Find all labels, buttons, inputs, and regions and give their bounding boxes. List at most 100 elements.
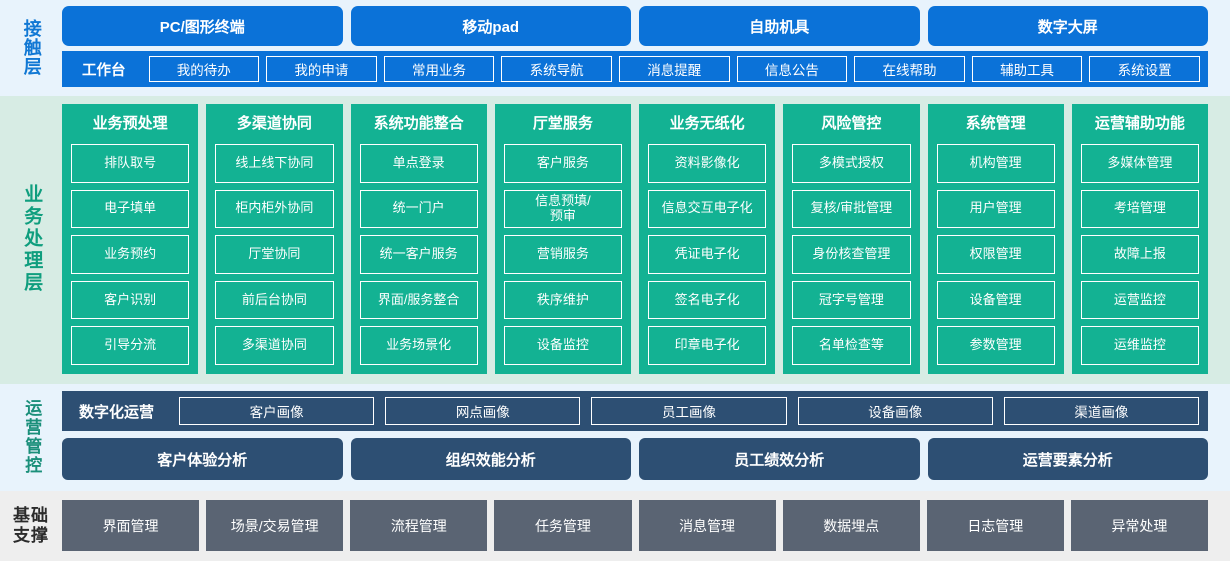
business-column-multichannel: 多渠道协同 线上线下协同 柜内柜外协同 厅堂协同 前后台协同 多渠道协同	[206, 104, 343, 374]
workbench-item-my-application[interactable]: 我的申请	[266, 56, 377, 82]
workbench-item-online-help[interactable]: 在线帮助	[854, 56, 965, 82]
business-item[interactable]: 运维监控	[1080, 326, 1199, 365]
business-item[interactable]: 秩序维护	[503, 280, 622, 320]
portrait-chip-employee[interactable]: 员工画像	[591, 397, 787, 425]
business-item[interactable]: 电子填单	[71, 189, 190, 229]
foundation-chip-log-management[interactable]: 日志管理	[926, 500, 1064, 551]
business-item[interactable]: 引导分流	[71, 326, 190, 365]
portrait-chip-customer[interactable]: 客户画像	[179, 397, 375, 425]
contact-layer: 接触层 PC/图形终端 移动pad 自助机具 数字大屏 工作台 我的待办 我的申…	[0, 0, 1230, 96]
business-item[interactable]: 运营监控	[1080, 280, 1199, 320]
business-item[interactable]: 权限管理	[936, 235, 1055, 274]
terminal-chip-self-service[interactable]: 自助机具	[639, 6, 920, 46]
analysis-chip-customer-experience[interactable]: 客户体验分析	[62, 438, 343, 480]
business-item[interactable]: 客户服务	[503, 144, 622, 183]
business-item[interactable]: 设备监控	[503, 326, 622, 365]
business-item[interactable]: 身份核查管理	[792, 235, 911, 274]
workbench-bar: 工作台 我的待办 我的申请 常用业务 系统导航 消息提醒 信息公告 在线帮助 辅…	[62, 51, 1208, 87]
business-item[interactable]: 参数管理	[936, 326, 1055, 365]
business-item[interactable]: 机构管理	[936, 144, 1055, 183]
analysis-chip-employee-performance[interactable]: 员工绩效分析	[639, 438, 920, 480]
foundation-layer-label: 基础支撑	[13, 506, 49, 545]
terminal-chip-digital-screen[interactable]: 数字大屏	[927, 6, 1208, 46]
business-item[interactable]: 用户管理	[936, 189, 1055, 229]
business-item[interactable]: 信息预填/ 预审	[503, 189, 622, 229]
workbench-item-my-todo[interactable]: 我的待办	[148, 56, 260, 82]
business-item[interactable]: 业务场景化	[359, 326, 478, 365]
business-item[interactable]: 线上线下协同	[215, 144, 334, 183]
business-item[interactable]: 故障上报	[1080, 235, 1199, 274]
business-column-title: 厅堂服务	[532, 115, 593, 132]
analysis-row: 客户体验分析 组织效能分析 员工绩效分析 运营要素分析	[62, 438, 1208, 480]
business-item[interactable]: 厅堂协同	[215, 235, 334, 274]
foundation-chip-scenario-transaction-management[interactable]: 场景/交易管理	[206, 500, 344, 551]
business-item[interactable]: 排队取号	[71, 144, 190, 183]
foundation-row: 界面管理 场景/交易管理 流程管理 任务管理 消息管理 数据埋点 日志管理 异常…	[62, 500, 1208, 551]
business-item[interactable]: 业务预约	[71, 235, 190, 274]
business-column-title: 运营辅助功能	[1094, 115, 1185, 132]
business-item[interactable]: 营销服务	[503, 235, 622, 274]
business-item[interactable]: 统一门户	[359, 189, 478, 229]
business-column-operation-aux: 运营辅助功能 多媒体管理 考培管理 故障上报 运营监控 运维监控	[1071, 104, 1208, 374]
foundation-chip-task-management[interactable]: 任务管理	[494, 500, 632, 551]
foundation-chip-data-tracking[interactable]: 数据埋点	[782, 500, 920, 551]
business-column-preprocessing: 业务预处理 排队取号 电子填单 业务预约 客户识别 引导分流	[62, 104, 199, 374]
business-item[interactable]: 前后台协同	[215, 280, 334, 320]
business-item[interactable]: 设备管理	[936, 280, 1055, 320]
portrait-chip-device[interactable]: 设备画像	[797, 397, 993, 425]
business-item[interactable]: 柜内柜外协同	[215, 189, 334, 229]
business-item[interactable]: 客户识别	[71, 280, 190, 320]
foundation-chip-process-management[interactable]: 流程管理	[350, 500, 488, 551]
business-column-title: 业务无纸化	[669, 115, 745, 132]
terminal-chip-pc[interactable]: PC/图形终端	[62, 6, 343, 46]
workbench-item-aux-tools[interactable]: 辅助工具	[971, 56, 1083, 82]
foundation-chip-exception-handling[interactable]: 异常处理	[1070, 500, 1208, 551]
business-item[interactable]: 信息交互电子化	[648, 189, 767, 229]
workbench-item-system-settings[interactable]: 系统设置	[1089, 56, 1200, 82]
business-item[interactable]: 多媒体管理	[1080, 144, 1199, 183]
business-item[interactable]: 考培管理	[1080, 189, 1199, 229]
business-item[interactable]: 复核/审批管理	[792, 189, 911, 229]
foundation-layer-body: 界面管理 场景/交易管理 流程管理 任务管理 消息管理 数据埋点 日志管理 异常…	[62, 500, 1230, 551]
digital-operations-bar: 数字化运营 客户画像 网点画像 员工画像 设备画像 渠道画像	[62, 391, 1208, 431]
operations-layer-body: 数字化运营 客户画像 网点画像 员工画像 设备画像 渠道画像 客户体验分析 组织…	[62, 391, 1230, 483]
business-item[interactable]: 冠字号管理	[792, 280, 911, 320]
terminal-chip-mobile-pad[interactable]: 移动pad	[350, 6, 631, 46]
workbench-item-common-business[interactable]: 常用业务	[383, 56, 495, 82]
business-item[interactable]: 统一客户服务	[359, 235, 478, 274]
business-item[interactable]: 资料影像化	[648, 144, 767, 183]
business-column-title: 业务预处理	[92, 115, 168, 132]
business-item[interactable]: 名单检查等	[792, 326, 911, 365]
business-item[interactable]: 印章电子化	[648, 326, 767, 365]
portrait-chip-branch[interactable]: 网点画像	[385, 397, 581, 425]
business-item[interactable]: 单点登录	[359, 144, 478, 183]
business-column-risk-control: 风险管控 多模式授权 复核/审批管理 身份核查管理 冠字号管理 名单检查等	[783, 104, 920, 374]
foundation-layer: 基础支撑 界面管理 场景/交易管理 流程管理 任务管理 消息管理 数据埋点 日志…	[0, 491, 1230, 561]
business-item[interactable]: 界面/服务整合	[359, 280, 478, 320]
business-column-title: 多渠道协同	[236, 115, 312, 132]
business-item[interactable]: 凭证电子化	[648, 235, 767, 274]
contact-layer-body: PC/图形终端 移动pad 自助机具 数字大屏 工作台 我的待办 我的申请 常用…	[62, 6, 1230, 88]
business-column-system-management: 系统管理 机构管理 用户管理 权限管理 设备管理 参数管理	[927, 104, 1064, 374]
business-layer-body: 业务预处理 排队取号 电子填单 业务预约 客户识别 引导分流 多渠道协同 线上线…	[62, 104, 1230, 374]
business-item[interactable]: 多渠道协同	[215, 326, 334, 365]
terminal-row: PC/图形终端 移动pad 自助机具 数字大屏	[62, 6, 1208, 46]
digital-operations-title: 数字化运营	[79, 403, 155, 421]
business-item[interactable]: 签名电子化	[648, 280, 767, 320]
workbench-item-message-alert[interactable]: 消息提醒	[618, 56, 730, 82]
business-item[interactable]: 多模式授权	[792, 144, 911, 183]
foundation-chip-ui-management[interactable]: 界面管理	[62, 500, 200, 551]
business-column-system-integration: 系统功能整合 单点登录 统一门户 统一客户服务 界面/服务整合 业务场景化	[350, 104, 487, 374]
analysis-chip-organizational-efficiency[interactable]: 组织效能分析	[350, 438, 631, 480]
business-column-title: 系统管理	[965, 115, 1026, 132]
business-column-paperless: 业务无纸化 资料影像化 信息交互电子化 凭证电子化 签名电子化 印章电子化	[639, 104, 776, 374]
analysis-chip-operation-factors[interactable]: 运营要素分析	[927, 438, 1208, 480]
operations-layer-label: 运营管控	[22, 399, 42, 475]
workbench-item-announcement[interactable]: 信息公告	[736, 56, 848, 82]
portrait-chip-channel[interactable]: 渠道画像	[1003, 397, 1200, 425]
workbench-item-system-navigation[interactable]: 系统导航	[501, 56, 612, 82]
business-column-title: 风险管控	[821, 115, 882, 132]
foundation-chip-message-management[interactable]: 消息管理	[638, 500, 776, 551]
business-column-title: 系统功能整合	[373, 115, 464, 132]
